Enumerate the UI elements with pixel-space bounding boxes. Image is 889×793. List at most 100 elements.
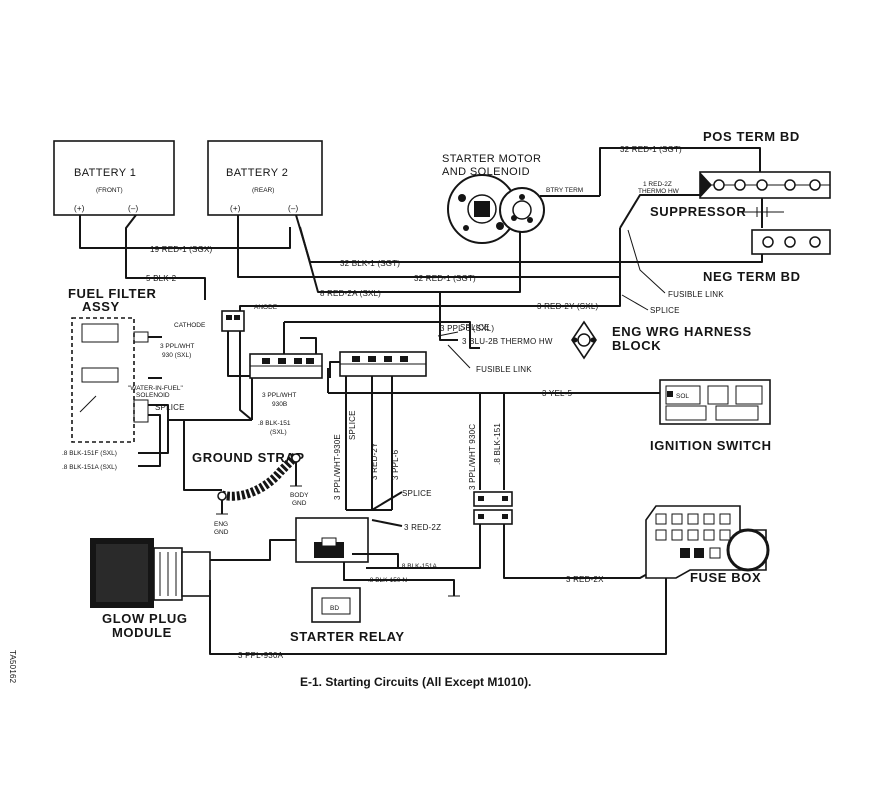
red-1-sgt-upper-wire (599, 147, 761, 196)
suppressor-label: SUPPRESSOR (650, 204, 746, 219)
ppl-930a-wire (209, 578, 667, 655)
wire-label-ppl-930a: 3 PPL-930A (238, 651, 284, 660)
battery-1-pos-terminal: (+) (74, 204, 85, 213)
suppressor: SUPPRESSOR (650, 198, 784, 228)
wire-label-v-ppl-wht-930c: 3 PPL/WHT 930C (468, 424, 477, 490)
connector-block-left (249, 353, 323, 379)
pos-terminal-board: POS TERM BD (699, 129, 831, 199)
battery-2-neg-terminal: (–) (288, 204, 299, 213)
fuel-filter-title-1: FUEL FILTER (68, 286, 156, 301)
fusible-link-2-leader (447, 344, 471, 369)
splice-2-leader (437, 331, 459, 337)
anode-label: ANODE (254, 304, 278, 311)
pos-term-label: POS TERM BD (703, 129, 800, 144)
battery-2-label: BATTERY 2 (226, 167, 288, 179)
fuel-filter-title-2: ASSY (82, 299, 120, 314)
eng-wiring-harness-block: ENG WRG HARNESS BLOCK (571, 320, 752, 360)
wire-label-fusible-link: FUSIBLE LINK (668, 290, 724, 299)
blk-151f-wire (138, 440, 169, 454)
ppl-wht-930c-lower-wire (366, 524, 481, 569)
starter-motor-solenoid: STARTER MOTOR AND SOLENOID BTRY TERM (442, 153, 583, 244)
glow-plug-module: GLOW PLUG MODULE (90, 538, 211, 640)
water-in-fuel-label-1: "WATER-IN-FUEL" (128, 385, 183, 392)
battery-2-position: (REAR) (252, 187, 274, 194)
connector-link-wire (300, 337, 317, 354)
splice-3-leader (371, 491, 403, 511)
starter-relay-label: STARTER RELAY (290, 629, 405, 644)
neg-terminal-board: NEG TERM BD (703, 229, 831, 284)
fuel-filter-assembly: FUEL FILTER ASSY "WATER-IN-FUEL" SOLENOI… (68, 286, 185, 456)
wire-label-splice-top: SPLICE (650, 306, 680, 315)
wire-label-blk-151: .8 BLK-151 (258, 420, 291, 427)
wire-label-red-1-sgx: 19 RED-1 (SGX) (150, 245, 213, 254)
thermo-hw-wire (619, 194, 700, 229)
eng-harness-label-2: BLOCK (612, 338, 661, 353)
cathode-label: CATHODE (174, 322, 206, 329)
body-gnd-label-1: BODY (290, 492, 309, 499)
wire-label-ppl-6-sxl: 3 PPL-6 (SXL) (440, 324, 494, 333)
inline-connector-right (473, 491, 513, 525)
starter-relay: BD STARTER RELAY (290, 509, 405, 644)
ppl-6-sxl-wire (284, 321, 480, 349)
fuse-box-label: FUSE BOX (690, 570, 761, 585)
starter-title-2: AND SOLENOID (442, 166, 530, 178)
eng-harness-label-1: ENG WRG HARNESS (612, 324, 752, 339)
wire-label-fusible-link-2: FUSIBLE LINK (476, 365, 532, 374)
connector-bridge-wire (329, 361, 340, 378)
wire-label-v-ppl-6: 3 PPL-6 (391, 449, 400, 480)
fusible-link-leader (627, 229, 666, 294)
wire-label-splice-3: SPLICE (402, 489, 432, 498)
wire-label-red-2z-b: 3 RED-2Z (404, 523, 441, 532)
wire-label-ppl-wht-930: 3 PPL/WHT (160, 343, 194, 350)
eng-gnd-label-2: GND (214, 529, 229, 536)
wire-label-red-1-sgt-top: 32 RED-1 (SGT) (620, 145, 682, 154)
ground-strap-label: GROUND STRAP (192, 450, 305, 465)
connector-block-center (339, 351, 427, 377)
splice-leader (621, 294, 649, 311)
wire-label-red-2a: 8 RED-2A (SXL) (320, 289, 381, 298)
figure-caption: E-1. Starting Circuits (All Except M1010… (300, 675, 531, 689)
wire-label-blk-151-sxl: (SXL) (270, 429, 287, 436)
wire-label-blk-1-sgt: 32 BLK-1 (SGT) (340, 259, 400, 268)
wire-label-thermo-hw: THERMO HW (638, 188, 680, 195)
wire-label-blk-151a: .8 BLK-151A (SXL) (62, 464, 117, 471)
fuse-box: FUSE BOX (645, 505, 770, 585)
fuel-filter-splice-label: SPLICE (155, 403, 185, 412)
battery-1-position: (FRONT) (96, 187, 123, 194)
figure-id: TA50162 (8, 650, 17, 684)
blk-151a-b-wire (352, 553, 399, 568)
blk-150n-wire (343, 562, 455, 596)
anode-cathode-connector: ANODE CATHODE (174, 304, 278, 421)
ignition-sol-label: SOL (676, 393, 689, 400)
wire-label-930-sxl: 930 (SXL) (162, 352, 191, 359)
battery-wires (79, 214, 763, 300)
glow-relay-wire (210, 539, 296, 561)
wire-label-red-2z: 1 RED-2Z (643, 181, 672, 188)
btry-term-label: BTRY TERM (546, 187, 583, 194)
wire-label-blk-151a-b: .8 BLK-151A (400, 563, 438, 570)
wire-label-blk-150n: .8 BLK-150 N (368, 577, 407, 584)
wire-label-v-ppl-wht-930e: 3 PPL/WHT-930E (333, 434, 342, 500)
ignition-switch: SOL IGNITION SWITCH (650, 379, 772, 453)
battery-2: BATTERY 2 (REAR) (+) (–) (207, 140, 323, 216)
battery-2-pos-terminal: (+) (230, 204, 241, 213)
battery-1-neg-terminal: (–) (128, 204, 139, 213)
ignition-switch-label: IGNITION SWITCH (650, 438, 772, 453)
wire-label-blu-2b: 3 BLU-2B THERMO HW (462, 337, 553, 346)
battery-1-label: BATTERY 1 (74, 167, 136, 179)
wire-label-ppl-wht-930b: 3 PPL/WHT (262, 392, 296, 399)
water-in-fuel-label-2: SOLENOID (136, 392, 170, 399)
wire-label-930b: 930B (272, 401, 287, 408)
wire-label-blk-151f: .8 BLK-151F (SXL) (62, 450, 117, 457)
eng-gnd-label-1: ENG (214, 521, 228, 528)
wire-label-v-red-2y: 3 RED-2Y (370, 442, 379, 480)
wire-label-splice-2: SPLICE (460, 323, 490, 332)
battery-1: BATTERY 1 (FRONT) (+) (–) (53, 140, 175, 216)
ground-strap: GROUND STRAP BODY GND ENG GND (183, 420, 309, 536)
wire-label-red-2y: 3 RED-2Y (SXL) (537, 302, 598, 311)
glow-plug-label-1: GLOW PLUG (102, 611, 188, 626)
neg-term-label: NEG TERM BD (703, 269, 801, 284)
blk-151a-wire (138, 456, 161, 467)
